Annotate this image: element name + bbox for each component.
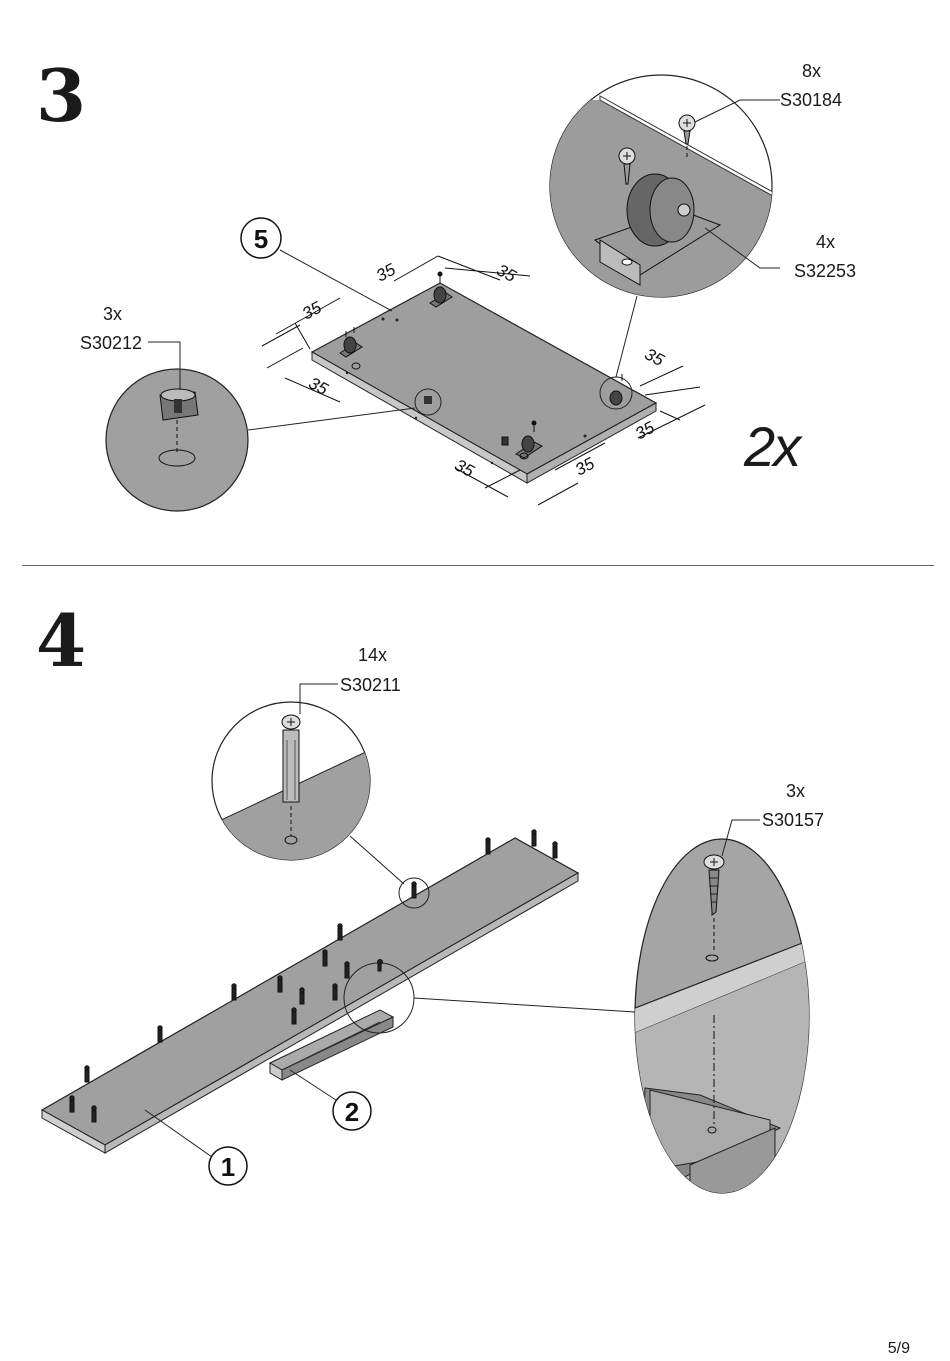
dim-label: 35 — [641, 344, 667, 370]
callout-code: S32253 — [794, 261, 857, 281]
dimension-lines — [261, 255, 706, 506]
part-number: 5 — [254, 224, 268, 254]
page-number: 5/9 — [887, 1340, 910, 1357]
callout-code: S30211 — [340, 675, 401, 695]
callout-code: S30157 — [762, 810, 825, 830]
step-number: 3 — [36, 53, 87, 138]
dim-label: 35 — [572, 454, 598, 480]
step3-panel — [310, 282, 658, 484]
dowels — [69, 829, 558, 1123]
callout-qty: 14x — [358, 645, 388, 665]
rail-part-2 — [268, 1009, 395, 1081]
caster-detail — [549, 74, 773, 378]
cam-lock-detail — [105, 368, 416, 512]
callout-qty: 3x — [786, 781, 806, 801]
dim-label: 35 — [451, 455, 477, 481]
part-number: 2 — [345, 1097, 359, 1127]
callout-qty: 3x — [103, 304, 123, 324]
dim-label: 35 — [373, 260, 399, 286]
dim-label: 35 — [305, 373, 331, 399]
multiplier: 2x — [744, 415, 801, 478]
callout-code: S30212 — [80, 333, 143, 353]
dowel-detail — [211, 701, 405, 885]
part-number: 1 — [221, 1152, 235, 1182]
step-number: 4 — [36, 598, 87, 683]
caster-mounted — [339, 271, 543, 460]
callout-qty: 4x — [816, 232, 836, 252]
part-badge — [240, 217, 282, 259]
screw-detail — [413, 838, 810, 1194]
board-part-1 — [40, 837, 580, 1154]
dim-label: 35 — [493, 260, 519, 286]
section-divider — [22, 565, 934, 566]
callout-qty: 8x — [802, 61, 822, 81]
dim-label: 35 — [299, 298, 325, 324]
callout-code: S30184 — [780, 90, 843, 110]
